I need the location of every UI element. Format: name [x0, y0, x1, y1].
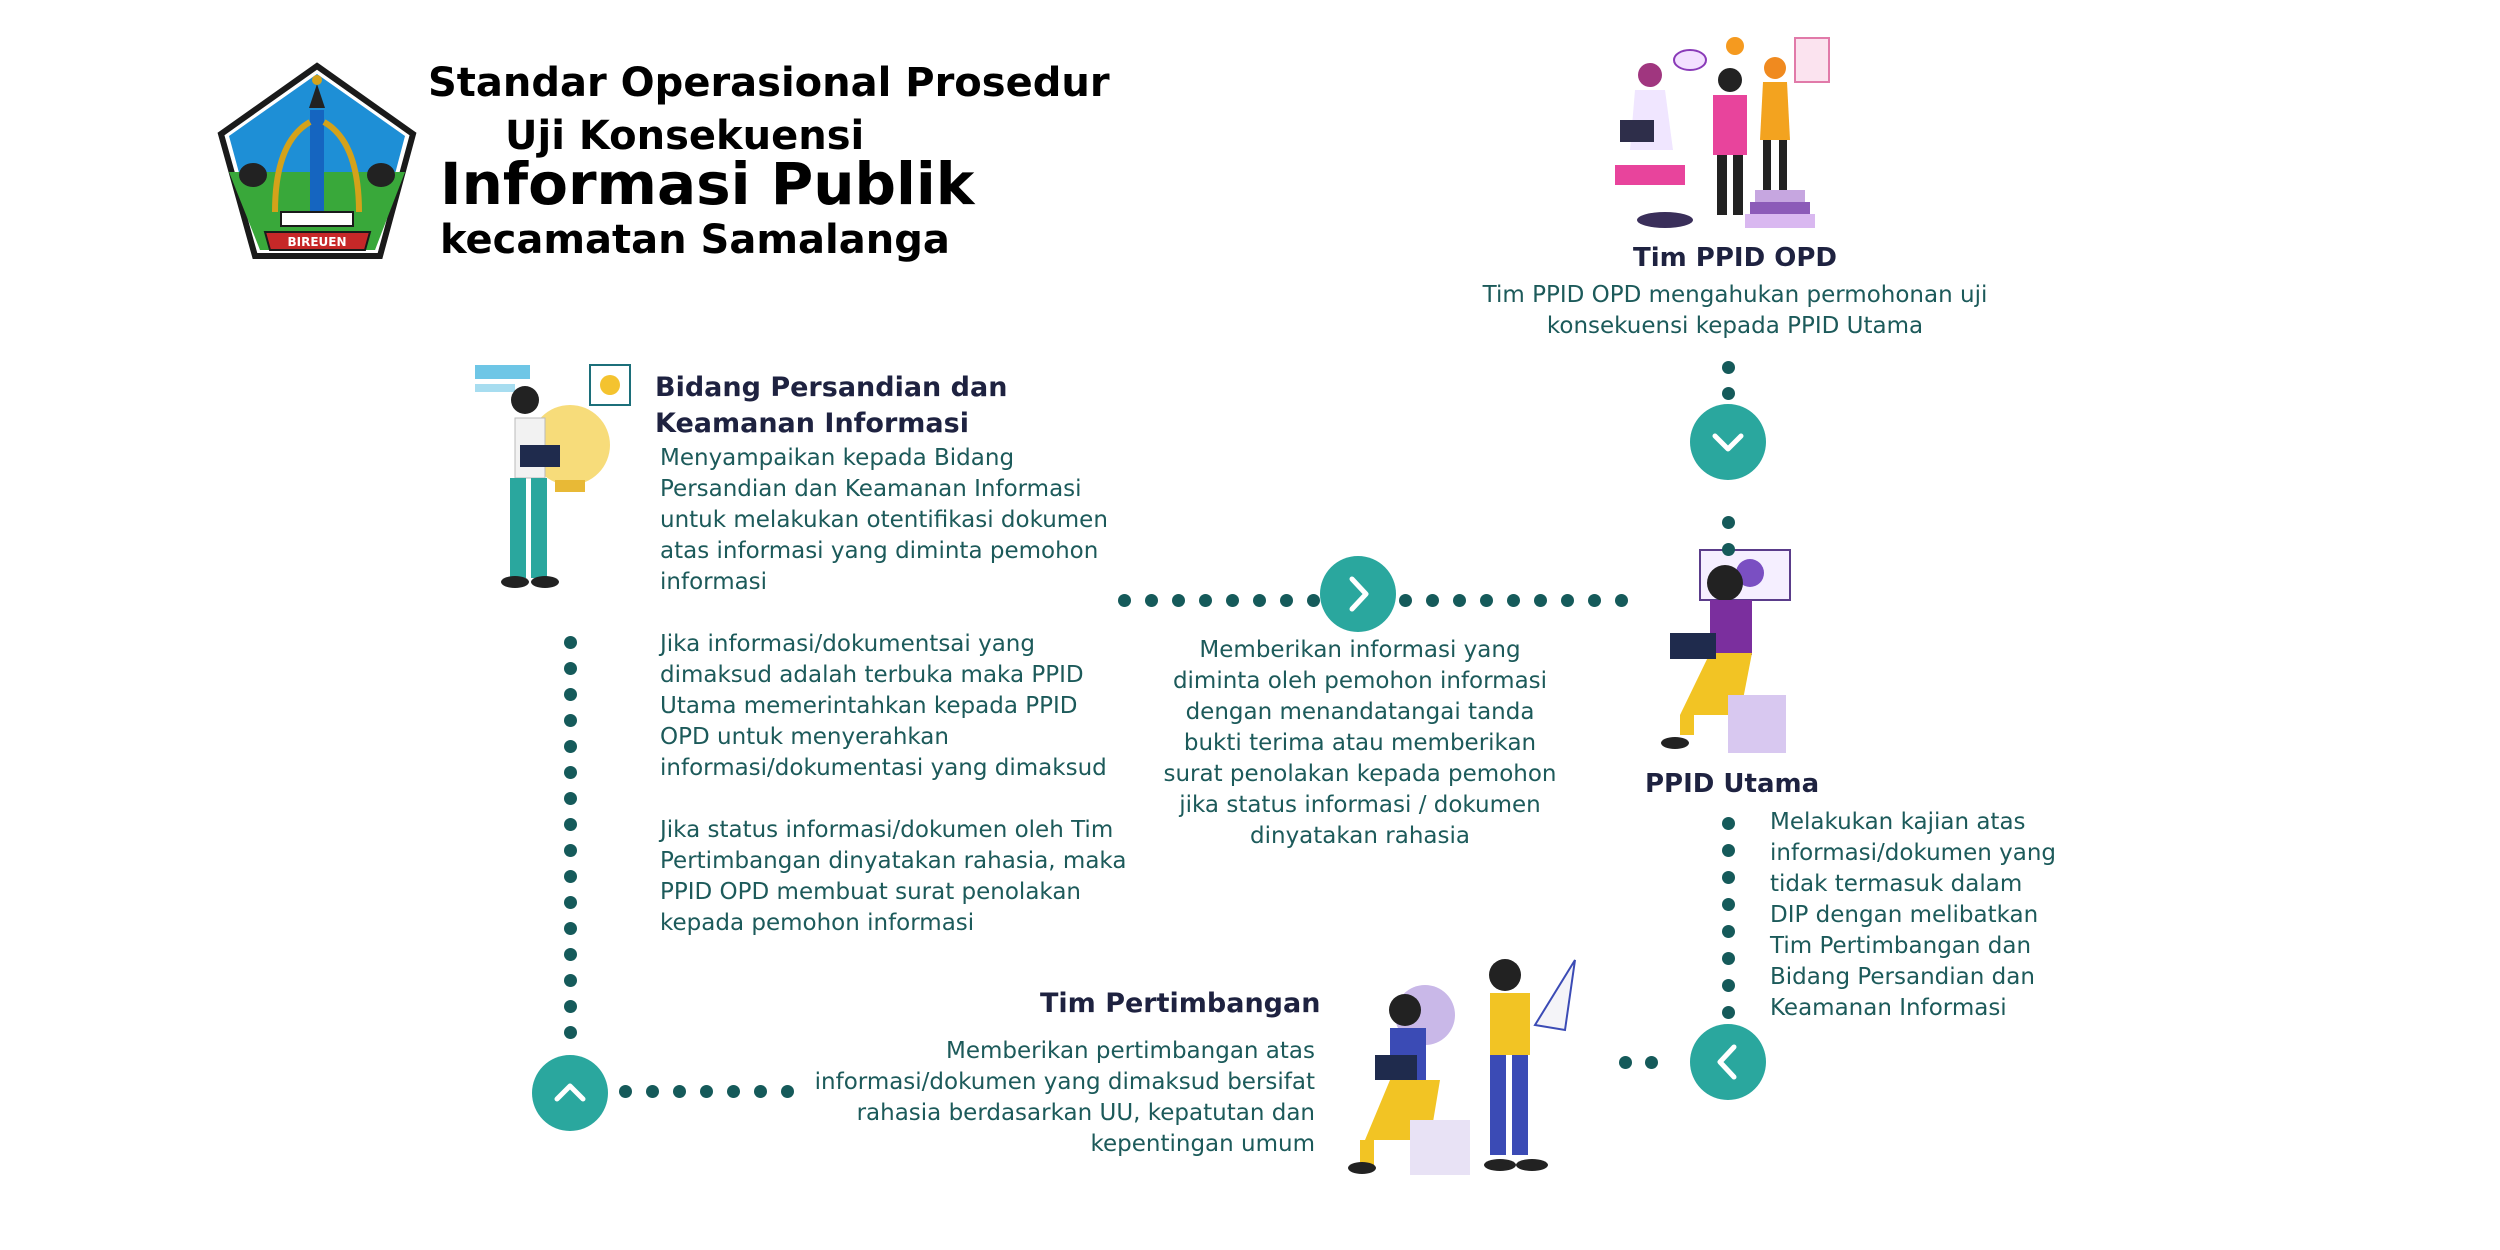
- arrow-right-node: [1320, 556, 1396, 632]
- arrow-left-node: [1690, 1024, 1766, 1100]
- ppid-utama-title: PPID Utama: [1645, 769, 1820, 799]
- tim-pertimbangan-illustration: [1340, 950, 1585, 1185]
- chevron-left-icon: [1717, 1044, 1737, 1080]
- header-line4: kecamatan Samalanga: [440, 217, 950, 263]
- bidang-persandian-title: Bidang Persandian dan Keamanan Informasi: [655, 372, 1008, 439]
- arrow-up-node: [532, 1055, 608, 1131]
- header-line2: Uji Konsekuensi: [505, 113, 865, 159]
- tim-pertimbangan-description: Memberikan pertimbangan atas informasi/d…: [814, 1038, 1315, 1157]
- header-line1: Standar Operasional Prosedur: [428, 60, 1110, 106]
- arrow-down-node: [1690, 404, 1766, 480]
- tim-ppid-opd-description: Tim PPID OPD mengahukan permohonan uji k…: [1482, 282, 1988, 339]
- tim-pertimbangan-title: Tim Pertimbangan: [1040, 988, 1321, 1019]
- logo: BIREUEN: [215, 62, 420, 262]
- chevron-right-icon: [1349, 576, 1369, 612]
- ppid-utama-description: Melakukan kajian atas informasi/dokumen …: [1770, 809, 2056, 1021]
- chevron-down-icon: [1712, 433, 1744, 452]
- tim-ppid-opd-illustration: [1595, 30, 1845, 235]
- page-title: Informasi Publik: [440, 150, 975, 218]
- bidang-persandian-paragraph: Jika status informasi/dokumen oleh Tim P…: [660, 817, 1127, 936]
- bidang-persandian-illustration: [465, 360, 640, 600]
- bidang-persandian-paragraph: Menyampaikan kepada Bidang Persandian da…: [660, 445, 1108, 595]
- bidang-persandian-description: Menyampaikan kepada Bidang Persandian da…: [660, 443, 1130, 970]
- logo-text: BIREUEN: [287, 235, 346, 249]
- bidang-persandian-paragraph: Jika informasi/dokumentsai yang dimaksud…: [660, 631, 1107, 781]
- ppid-utama-illustration: [1640, 545, 1800, 760]
- pemberian-description: Memberikan informasi yang diminta oleh p…: [1163, 637, 1557, 849]
- chevron-up-icon: [554, 1083, 586, 1102]
- tim-ppid-opd-title: Tim PPID OPD: [1633, 243, 1837, 273]
